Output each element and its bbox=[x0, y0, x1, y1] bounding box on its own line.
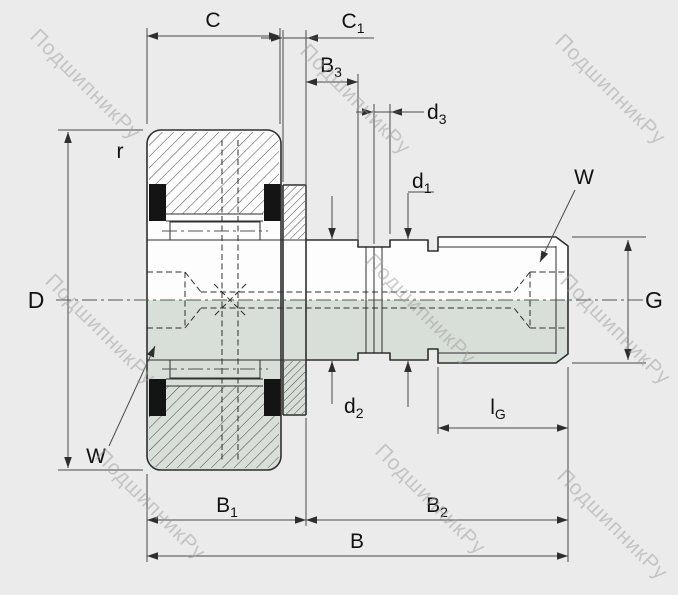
flange-washer-top-section bbox=[284, 186, 305, 239]
label-lg: lG bbox=[490, 396, 506, 422]
dim-b1: B1 bbox=[147, 494, 306, 524]
label-b1: B1 bbox=[216, 494, 238, 520]
seal-bottom-right bbox=[264, 379, 281, 416]
label-b3: B3 bbox=[320, 54, 342, 80]
label-d3: d3 bbox=[427, 101, 447, 127]
label-c1: C1 bbox=[342, 10, 365, 36]
dim-d1: d1 bbox=[404, 170, 434, 407]
label-b2: B2 bbox=[426, 494, 448, 520]
dim-c: C bbox=[146, 9, 281, 124]
hex-socket-right bbox=[513, 271, 568, 329]
label-d2: d2 bbox=[344, 395, 364, 421]
label-b: B bbox=[350, 530, 364, 553]
dim-d3: d3 bbox=[356, 101, 447, 244]
seal-top-right bbox=[264, 184, 281, 221]
dimensions: C C1 B3 d3 d1 bbox=[28, 9, 663, 562]
dim-lg: lG bbox=[437, 367, 568, 434]
dim-b3: B3 bbox=[306, 54, 359, 244]
label-w-bottom: W bbox=[86, 445, 106, 468]
hidden-detail bbox=[147, 140, 568, 460]
stud-outline bbox=[306, 236, 569, 364]
seal-bottom-left bbox=[149, 379, 166, 416]
dim-w-top: W bbox=[539, 166, 594, 263]
dim-w-bottom: W bbox=[86, 345, 156, 468]
seal-top-left bbox=[149, 184, 166, 221]
dim-d-diameter: D bbox=[28, 129, 143, 471]
end-washers bbox=[149, 184, 281, 416]
label-d1: d1 bbox=[412, 170, 432, 196]
dim-g-thread: G bbox=[572, 236, 663, 364]
label-d-diameter: D bbox=[28, 287, 45, 313]
hex-socket-left bbox=[147, 271, 202, 329]
dim-r: r bbox=[117, 140, 124, 163]
flange-washer-bottom-section bbox=[284, 361, 305, 414]
label-w-top: W bbox=[574, 166, 594, 189]
part-drawing bbox=[56, 129, 648, 471]
hatched-sections bbox=[149, 132, 305, 468]
dim-b2: B2 bbox=[306, 494, 568, 524]
dim-d2: d2 bbox=[328, 196, 364, 421]
outer-ring-top-section bbox=[149, 132, 279, 214]
outer-ring-bottom-section bbox=[149, 386, 279, 468]
dim-b: B bbox=[147, 530, 568, 560]
label-c: C bbox=[205, 9, 220, 32]
dim-c1: C1 bbox=[261, 10, 374, 238]
label-r: r bbox=[117, 140, 124, 163]
label-g-thread: G bbox=[645, 287, 663, 313]
extension-lines bbox=[146, 367, 569, 562]
